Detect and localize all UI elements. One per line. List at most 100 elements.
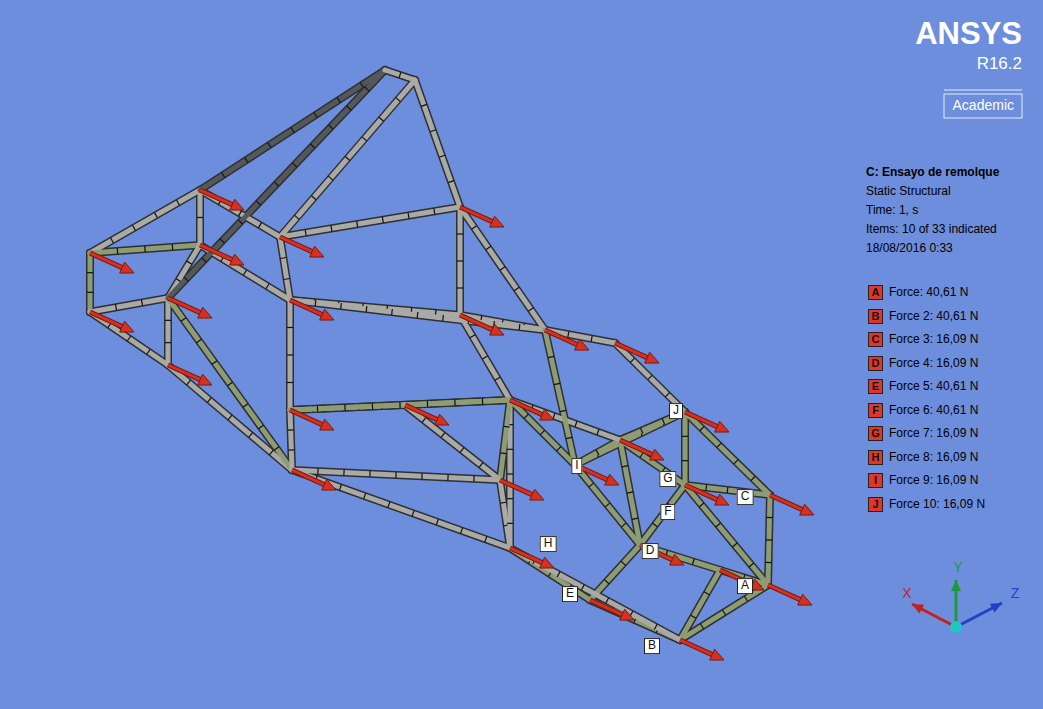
legend-letter: A [868,286,883,299]
force-arrow-shaft [168,298,203,314]
force-arrow-shaft [685,485,720,501]
legend-letter: J [868,498,883,511]
mesh-tick [287,327,293,328]
force-arrow-shaft [460,315,495,331]
force-arrow-shaft [200,245,235,261]
callout-letter: F [660,504,675,520]
mesh-tick [507,523,513,524]
mesh-tick [581,585,584,590]
mesh-tick [187,261,192,264]
axis-line [956,603,1002,627]
mesh-tick [682,460,688,461]
tube-outline [290,300,545,330]
callout-letter: A [737,578,753,594]
mesh-tick [716,523,721,527]
force-arrow-shaft [685,485,720,501]
mesh-tick [648,375,652,379]
tube-outline [90,312,168,365]
mesh-tick [288,449,294,450]
mesh-tick [365,87,369,91]
axis-head [951,580,961,591]
force-arrow-head [645,352,659,363]
mesh-tick [243,270,246,275]
tube-outline [405,405,500,480]
axis-origin [950,621,962,633]
mesh-tick [589,483,594,487]
mesh-tick [705,485,707,491]
axis-label: Z [1011,585,1020,601]
mesh-tick [548,356,554,357]
tube [405,405,500,480]
mesh-tick [514,287,519,290]
mesh-tick [280,257,286,259]
logo-rule [944,90,1022,91]
mesh-tick [524,414,528,418]
axis-line [912,604,956,627]
force-arrow-head [540,409,554,420]
mesh-tick [395,472,396,478]
mesh-tick [115,304,116,310]
force-arrow-shaft [770,495,805,511]
info-line: Time: 1, s [866,204,918,218]
mesh-tick [310,144,314,148]
mesh-tick [155,213,158,218]
mesh-tick [500,502,506,504]
tube-outline [685,485,768,585]
force-arrow-shaft [90,312,125,328]
mesh-tick [591,336,592,342]
mesh-tick [575,421,577,427]
legend-letter: G [868,427,883,440]
legend-letter: I [868,474,883,487]
callout-letter: D [642,543,659,559]
mesh-tick [472,226,477,229]
mesh-tick [461,528,463,534]
mesh-tick [197,339,202,343]
force-arrow-head [798,594,812,605]
info-line: 18/08/2016 0:33 [866,242,953,256]
tube-outline [168,298,292,470]
force-arrow-shaft [405,405,440,421]
tube-outline [415,80,460,207]
mesh-tick [311,196,316,200]
mesh-tick [540,430,544,434]
tube-outline [290,400,510,410]
tube [683,412,688,485]
callout-letter: H [540,536,557,552]
mesh-tick [732,543,737,547]
legend-letter: H [868,451,883,464]
force-arrow-shaft [290,300,325,316]
mesh-tick [366,306,368,312]
legend-text: Force 6: 40,61 N [889,404,978,418]
mesh-tick [369,471,370,477]
legend-letter: E [868,380,883,393]
tube-outline [456,207,464,315]
force-arrow-head [230,199,244,210]
mesh-tick [473,476,474,482]
force-arrow-shaft [280,237,315,253]
callout-letter: C [737,489,754,505]
mesh-tick [568,331,569,337]
mesh-tick [495,377,500,380]
tube-outline [460,207,545,330]
tube-outline [280,237,290,300]
mesh-tick [315,300,317,306]
mesh-tick [447,475,448,481]
frame-tubes [87,70,772,640]
tube-outline [290,410,292,470]
force-arrow-shaft [90,253,125,269]
mesh-tick [557,447,561,451]
force-arrow-head [310,246,324,257]
force-arrow-shaft [290,410,325,426]
callout-letter: B [644,638,660,654]
legend-text: Force 10: 16,09 N [889,498,985,512]
tube [458,207,463,315]
mesh-tick [442,315,444,321]
force-arrow-head [605,474,619,485]
mesh-tick [256,201,260,205]
license-text: Academic [953,97,1014,113]
tube [280,80,415,237]
mesh-tick [430,130,436,132]
force-arrow-head [490,324,504,335]
mesh-tick [407,213,409,219]
mesh-tick [305,230,307,236]
